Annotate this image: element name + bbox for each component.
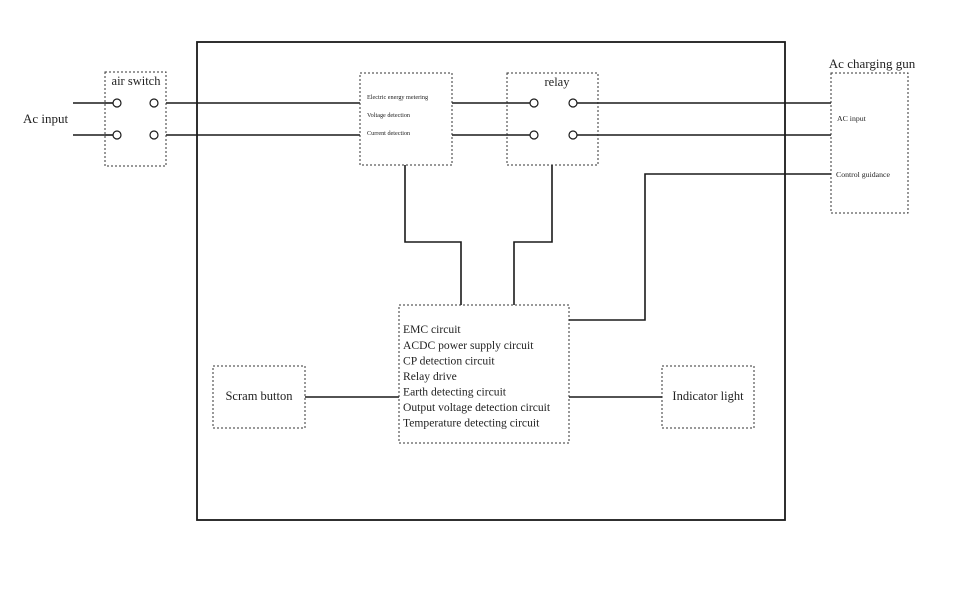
controller-line-output-voltage: Output voltage detection circuit — [403, 401, 551, 414]
air-switch: air switch — [104, 71, 167, 167]
meter-line-current: Current detection — [367, 130, 410, 137]
controller-line-cp: CP detection circuit — [403, 355, 495, 368]
controller-board: EMC circuit ACDC power supply circuit CP… — [398, 304, 570, 444]
metering-box-frame — [359, 72, 453, 166]
charging-gun-label: Ac charging gun — [829, 56, 916, 71]
meter-line-energy: Electric energy metering — [367, 94, 428, 101]
charging-gun-ac-input-label: AC input — [837, 114, 867, 123]
charging-gun-control-guidance-label: Control guidance — [836, 170, 890, 179]
relay-box — [506, 72, 599, 166]
charger-enclosure — [196, 41, 786, 521]
power-wires — [73, 102, 832, 136]
scram-button-box — [212, 365, 306, 429]
indicator-light-label: Indicator light — [672, 389, 744, 403]
controller-line-relay-drive: Relay drive — [403, 370, 457, 383]
ac-input-label: Ac input — [23, 111, 69, 126]
controller-box — [398, 304, 570, 444]
relay-contact-in-bottom — [529, 130, 539, 140]
air-switch-contact-out-bottom — [149, 130, 159, 140]
relay-contact-in-top — [529, 98, 539, 108]
controller-line-earth: Earth detecting circuit — [403, 386, 507, 399]
scram-button-block: Scram button — [212, 365, 306, 429]
relay: relay — [506, 72, 599, 166]
relay-contact-out-bottom — [568, 130, 578, 140]
controller-line-temperature: Temperature detecting circuit — [403, 417, 540, 430]
relay-label: relay — [545, 75, 571, 89]
air-switch-box — [104, 71, 167, 167]
controller-line-emc: EMC circuit — [403, 323, 461, 336]
indicator-light-block: Indicator light — [661, 365, 755, 429]
meter-line-voltage: Voltage detection — [367, 112, 410, 119]
controller-line-acdc: ACDC power supply circuit — [403, 339, 534, 352]
air-switch-contact-in-top — [112, 98, 122, 108]
air-switch-label: air switch — [112, 74, 162, 88]
charging-gun-box — [830, 72, 909, 214]
wire-controller-control-guidance — [569, 173, 832, 321]
wire-meter-controller — [404, 165, 462, 305]
ac-charging-gun: Ac charging gun AC input Control guidanc… — [829, 56, 916, 214]
air-switch-contact-out-top — [149, 98, 159, 108]
wire-relay-controller — [513, 165, 553, 305]
scram-button-label: Scram button — [225, 389, 293, 403]
air-switch-contact-in-bottom — [112, 130, 122, 140]
signal-wires — [305, 165, 832, 398]
indicator-light-box — [661, 365, 755, 429]
metering-box: Electric energy metering Voltage detecti… — [359, 72, 453, 166]
relay-contact-out-top — [568, 98, 578, 108]
